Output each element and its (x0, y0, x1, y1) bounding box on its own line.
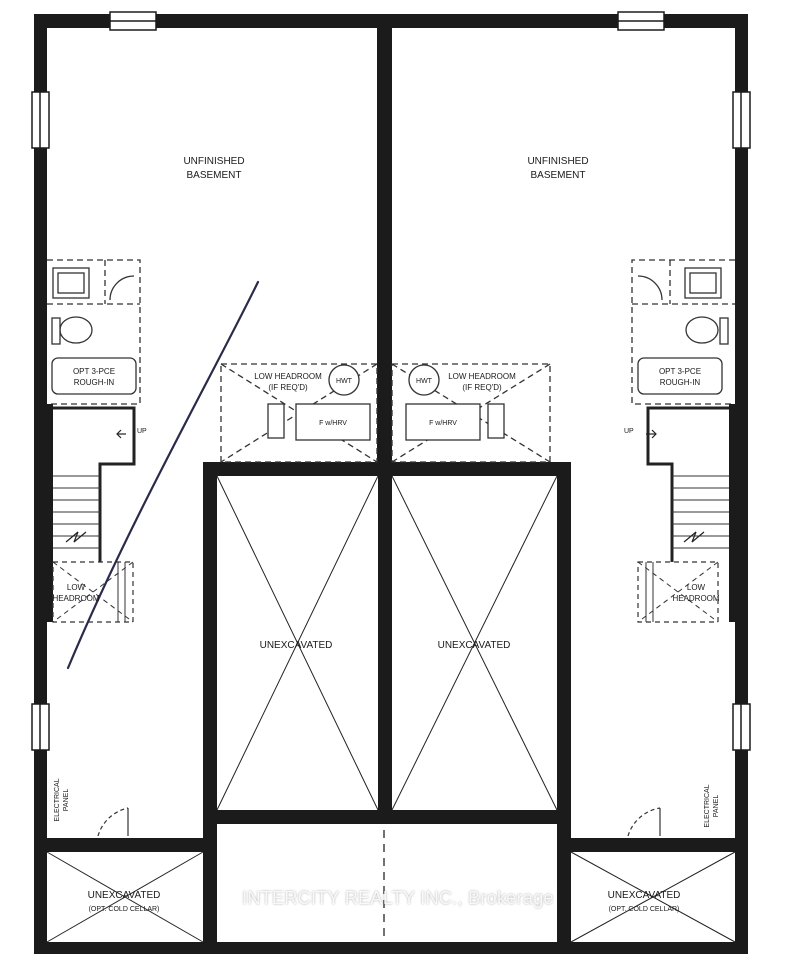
hwt-label-left: HWT (336, 378, 353, 385)
cold-cellar-left-1: UNEXCAVATED (88, 890, 161, 901)
rough-in-label-right-2: ROUGH-IN (660, 378, 701, 387)
mech-headroom-left-2: (IF REQ'D) (268, 383, 308, 392)
pen-mark (66, 280, 260, 670)
bathroom-right (631, 259, 735, 405)
low-headroom-left-2: HEADROOM (52, 594, 99, 603)
low-headroom-right-2: HEADROOM (672, 594, 719, 603)
mechanical-left (220, 363, 378, 463)
mech-headroom-right-1: LOW HEADROOM (448, 372, 516, 381)
labels: UNFINISHED BASEMENT UNFINISHED BASEMENT … (52, 156, 720, 913)
basement-label-right-2: BASEMENT (530, 170, 585, 181)
cold-cellar-right (557, 838, 748, 954)
furnace-label-left: F w/HRV (319, 420, 347, 427)
hwt-label-right: HWT (416, 378, 433, 385)
electrical-panel-right-1: ELECTRICAL (704, 784, 711, 827)
cold-cellar-left-2: (OPT. COLD CELLAR) (89, 906, 160, 913)
rough-in-label-right-1: OPT 3-PCE (659, 367, 701, 376)
rough-in-label-left-2: ROUGH-IN (74, 378, 115, 387)
basement-label-left-1: UNFINISHED (183, 156, 244, 167)
basement-label-left-2: BASEMENT (186, 170, 241, 181)
up-label-left: UP (137, 428, 147, 435)
furnace-label-right: F w/HRV (429, 420, 457, 427)
unexcavated-label-right: UNEXCAVATED (438, 640, 511, 651)
doors (97, 807, 661, 837)
low-headroom-right-1: LOW (687, 583, 706, 592)
windows (31, 11, 751, 751)
electrical-panel-left-1: ELECTRICAL (54, 778, 61, 821)
electrical-panel-left-2: PANEL (63, 789, 70, 812)
low-headroom-left-1: LOW (67, 583, 86, 592)
mech-headroom-left-1: LOW HEADROOM (254, 372, 322, 381)
cold-cellar-right-2: (OPT. COLD CELLAR) (609, 906, 680, 913)
cold-cellar-right-1: UNEXCAVATED (608, 890, 681, 901)
bathroom-left (47, 259, 141, 405)
mechanical-right (391, 363, 551, 463)
unexcavated-block (203, 462, 571, 942)
basement-label-right-1: UNFINISHED (527, 156, 588, 167)
up-label-right: UP (624, 428, 634, 435)
cold-cellar-left (34, 838, 217, 954)
mech-headroom-right-2: (IF REQ'D) (462, 383, 502, 392)
rough-in-label-left-1: OPT 3-PCE (73, 367, 115, 376)
unexcavated-label-left: UNEXCAVATED (260, 640, 333, 651)
stairs-left (47, 404, 136, 623)
stairs-right (637, 404, 735, 623)
electrical-panel-right-2: PANEL (713, 795, 720, 818)
watermark: INTERCITY REALTY INC., Brokerage (242, 888, 554, 908)
